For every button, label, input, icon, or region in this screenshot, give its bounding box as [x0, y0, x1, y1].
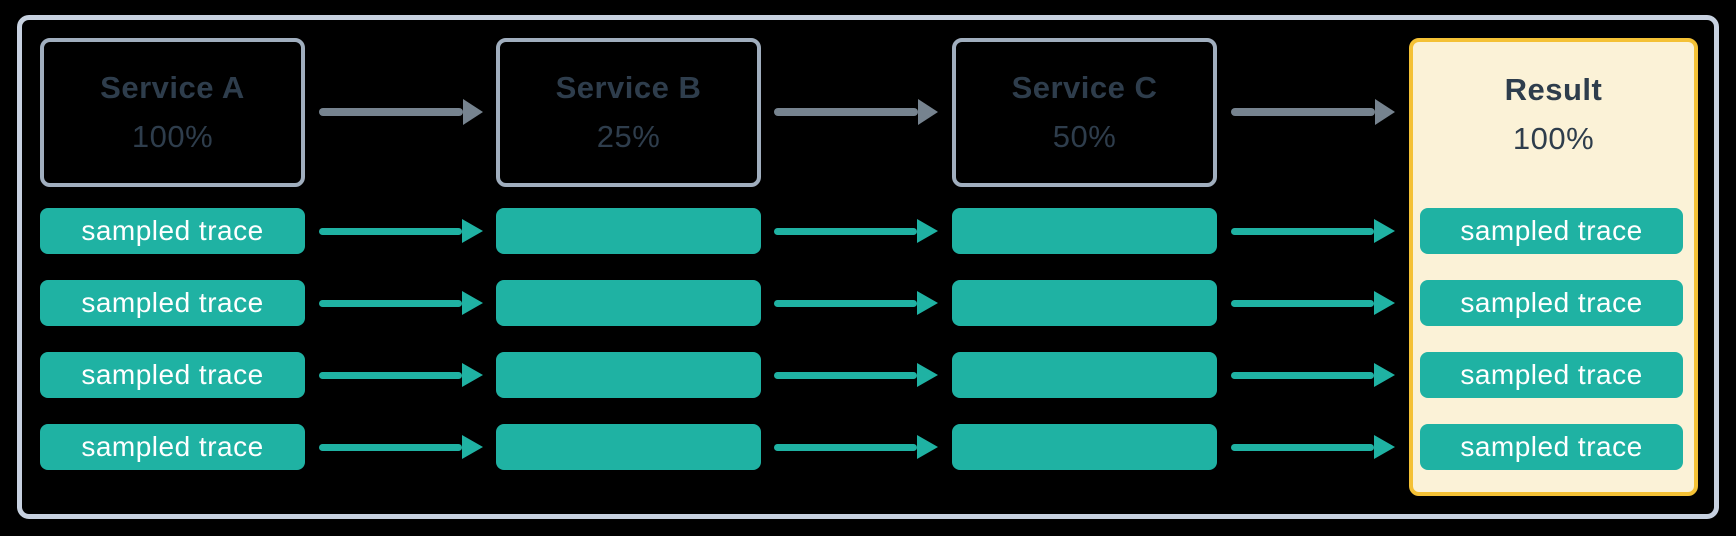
arrow-shaft [319, 371, 462, 379]
trace-bar [496, 352, 761, 398]
result-trace-bar: sampled trace [1420, 352, 1683, 398]
result-box: Result 100% [1409, 38, 1698, 496]
arrow-shaft [1231, 108, 1375, 116]
trace-arrow [1231, 363, 1395, 387]
trace-bar: sampled trace [40, 352, 305, 398]
trace-arrow [319, 435, 483, 459]
trace-arrow [1231, 435, 1395, 459]
trace-bar: sampled trace [40, 424, 305, 470]
service-a-name: Service A [100, 70, 245, 105]
trace-bar: sampled trace [40, 280, 305, 326]
arrow-head-icon [462, 291, 483, 315]
arrow-shaft [319, 299, 462, 307]
service-c-sample-rate: 50% [1052, 119, 1117, 154]
service-c-name: Service C [1011, 70, 1158, 105]
arrow-head-icon [463, 99, 483, 125]
arrow-head-icon [462, 219, 483, 243]
trace-bar [952, 424, 1217, 470]
arrow-head-icon [917, 219, 938, 243]
arrow-head-icon [917, 363, 938, 387]
trace-arrow [774, 291, 938, 315]
trace-bar: sampled trace [40, 208, 305, 254]
trace-arrow [319, 291, 483, 315]
trace-bar [496, 208, 761, 254]
result-header: Result 100% [1413, 42, 1694, 187]
service-b-box: Service B 25% [496, 38, 761, 187]
trace-arrow [774, 219, 938, 243]
arrow-head-icon [1374, 219, 1395, 243]
service-a-to-b-arrow [319, 99, 483, 125]
service-c-box: Service C 50% [952, 38, 1217, 187]
arrow-shaft [774, 108, 918, 116]
arrow-head-icon [1375, 99, 1395, 125]
trace-arrow [1231, 291, 1395, 315]
arrow-head-icon [918, 99, 938, 125]
arrow-shaft [1231, 443, 1374, 451]
service-a-box: Service A 100% [40, 38, 305, 187]
trace-arrow [319, 219, 483, 243]
arrow-shaft [1231, 227, 1374, 235]
service-a-sample-rate: 100% [131, 119, 214, 154]
result-trace-bar: sampled trace [1420, 208, 1683, 254]
arrow-shaft [774, 443, 917, 451]
service-b-name: Service B [555, 70, 702, 105]
arrow-shaft [774, 371, 917, 379]
arrow-head-icon [1374, 435, 1395, 459]
arrow-head-icon [462, 435, 483, 459]
result-title: Result [1504, 72, 1603, 107]
arrow-shaft [319, 108, 463, 116]
arrow-head-icon [917, 435, 938, 459]
arrow-head-icon [462, 363, 483, 387]
arrow-shaft [774, 227, 917, 235]
arrow-shaft [1231, 299, 1374, 307]
arrow-head-icon [917, 291, 938, 315]
result-trace-bar: sampled trace [1420, 424, 1683, 470]
result-sample-rate: 100% [1512, 121, 1595, 156]
arrow-head-icon [1374, 363, 1395, 387]
trace-bar [952, 208, 1217, 254]
arrow-shaft [1231, 371, 1374, 379]
trace-arrow [774, 363, 938, 387]
arrow-head-icon [1374, 291, 1395, 315]
trace-bar [952, 280, 1217, 326]
service-b-sample-rate: 25% [596, 119, 661, 154]
service-b-to-c-arrow [774, 99, 938, 125]
trace-bar [496, 424, 761, 470]
trace-bar [496, 280, 761, 326]
arrow-shaft [774, 299, 917, 307]
outer-container [17, 15, 1719, 519]
trace-arrow [1231, 219, 1395, 243]
arrow-shaft [319, 443, 462, 451]
trace-arrow [319, 363, 483, 387]
service-c-to-result-arrow [1231, 99, 1395, 125]
trace-bar [952, 352, 1217, 398]
trace-arrow [774, 435, 938, 459]
arrow-shaft [319, 227, 462, 235]
result-trace-bar: sampled trace [1420, 280, 1683, 326]
